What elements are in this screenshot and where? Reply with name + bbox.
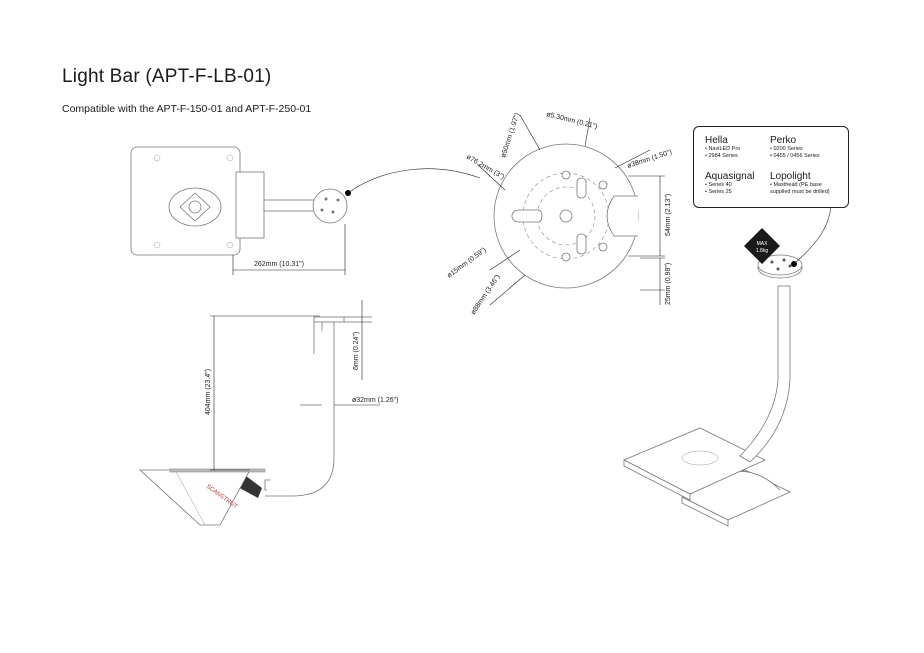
side-view: SCANSTRUT 404mm (23.4") 6mm (0.24") ø32m… bbox=[138, 300, 398, 526]
compatible-lights-box: Hella • NaviLED Pro • 2984 Series Perko … bbox=[693, 126, 849, 208]
h25-label: 25mm (0.98") bbox=[665, 263, 672, 305]
brand-hella: Hella • NaviLED Pro • 2984 Series bbox=[705, 135, 741, 159]
brand-perko: Perko • 0200 Series • 0455 / 0456 Series bbox=[770, 135, 820, 159]
brand-aquasignal: Aquasignal • Series 40 • Series 25 bbox=[705, 171, 755, 195]
height-label: 404mm (23.4") bbox=[205, 369, 212, 415]
plate-thickness-label: 6mm (0.24") bbox=[353, 332, 360, 370]
d38-label: ø38mm (1.50") bbox=[626, 149, 672, 170]
page-subtitle: Compatible with the APT-F-150-01 and APT… bbox=[62, 103, 312, 115]
d530-label: ø5.30mm (0.21") bbox=[546, 111, 598, 130]
brand-lopolight: Lopolight • Masthead (PE base supplied m… bbox=[770, 171, 830, 195]
h54-label: 54mm (2.13") bbox=[665, 194, 672, 236]
d15-label: ø15mm (0.59") bbox=[446, 247, 488, 280]
isometric-view: MAX 1.8kg bbox=[623, 206, 832, 527]
page-title: Light Bar (APT-F-LB-01) bbox=[62, 66, 272, 87]
d88-label: ø88mm (3.46") bbox=[470, 274, 502, 316]
weight-badge-kg: 1.8kg bbox=[756, 248, 768, 254]
top-view: 262mm (10.31") bbox=[130, 146, 481, 275]
d50-label: ø50mm (1.97") bbox=[500, 112, 521, 158]
arm-length-label: 262mm (10.31") bbox=[254, 261, 304, 268]
d762-label: ø76.2mm (3") bbox=[465, 154, 505, 181]
tube-diameter-label: ø32mm (1.26") bbox=[352, 397, 398, 404]
disc-detail: ø50mm (1.97") ø5.30mm (0.21") ø76.2mm (3… bbox=[446, 111, 673, 316]
weight-badge-max: MAX bbox=[757, 241, 769, 247]
